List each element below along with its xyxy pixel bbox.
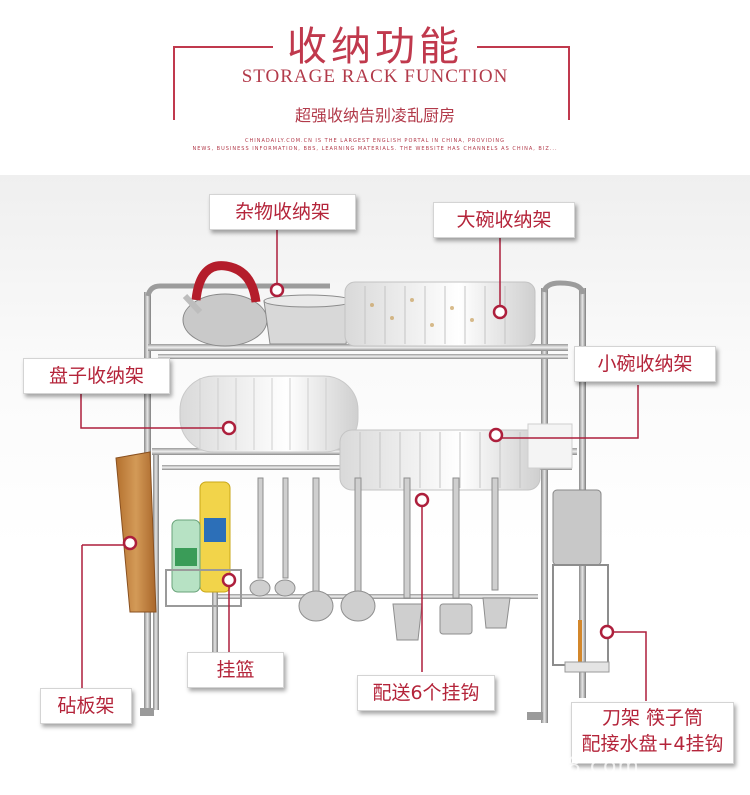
- label-small-bowl-rack: 小碗收纳架: [574, 346, 716, 382]
- page-subtitle-cn: 超强收纳告别凌乱厨房: [0, 102, 750, 126]
- label-six-hooks: 配送6个挂钩: [357, 675, 495, 711]
- leader-markers: [122, 282, 615, 640]
- label-cutting-board-rack: 砧板架: [40, 688, 132, 724]
- label-hanging-basket: 挂篮: [187, 652, 284, 688]
- label-knife-holder-line2: 配接水盘+4挂钩: [581, 733, 724, 755]
- knife-holder: [552, 489, 610, 673]
- fine-print-2: NEWS, BUSINESS INFORMATION, BBS, LEARNIN…: [192, 146, 558, 152]
- label-knife-holder: 刀架 筷子筒 配接水盘+4挂钩: [571, 702, 734, 764]
- page-title: 收纳功能: [0, 14, 750, 72]
- label-plate-rack: 盘子收纳架: [23, 358, 170, 394]
- big-bowls: [344, 281, 536, 347]
- cutting-board: [115, 451, 157, 613]
- hanging-utensils: [249, 477, 511, 641]
- plates: [179, 375, 359, 453]
- page-subtitle-en: STORAGE RACK FUNCTION: [241, 66, 509, 87]
- steel-pot: [263, 294, 353, 345]
- hanging-basket: [165, 481, 242, 607]
- header: 收纳功能 STORAGE RACK FUNCTION 超强收纳告别凌乱厨房 CH…: [0, 0, 750, 175]
- kettle: [182, 261, 268, 347]
- label-knife-holder-line1: 刀架 筷子筒: [601, 707, 704, 729]
- fine-print-1: CHINADAILY.COM.CN IS THE LARGEST ENGLISH…: [244, 138, 505, 144]
- watermark: ...b6.1688.com: [460, 754, 640, 779]
- label-misc-rack: 杂物收纳架: [209, 194, 356, 230]
- leader-lines: [80, 226, 647, 701]
- small-bowls: [339, 423, 573, 491]
- label-big-bowl-rack: 大碗收纳架: [433, 202, 575, 238]
